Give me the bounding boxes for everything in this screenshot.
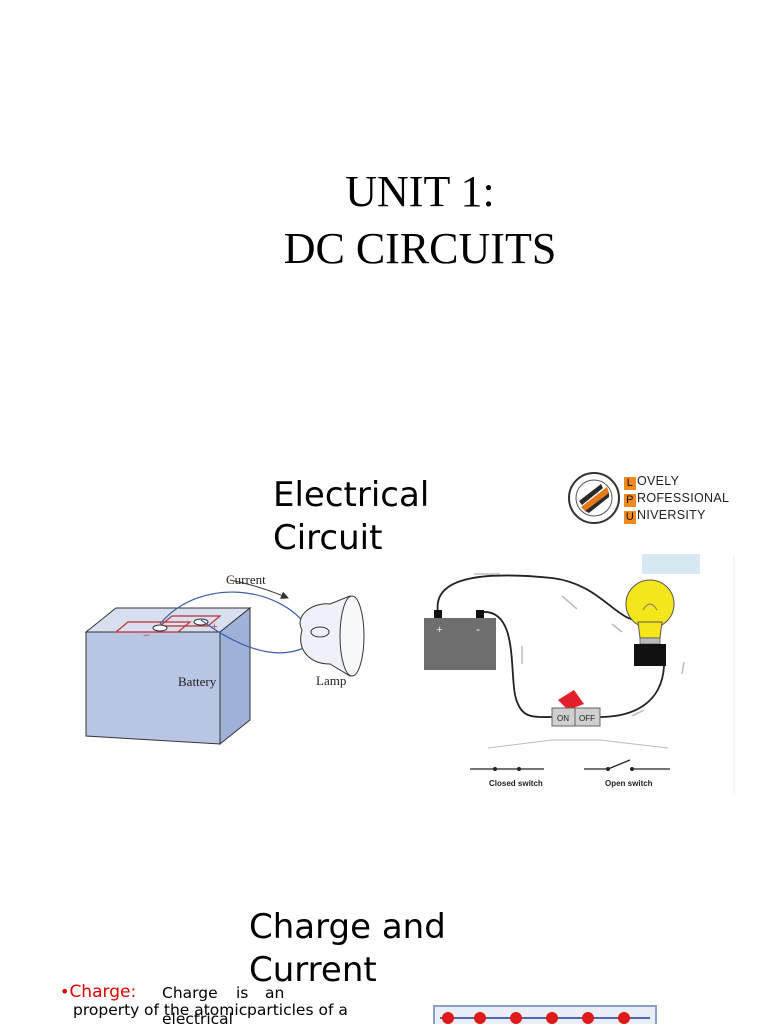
electrical-circuit-heading: Electrical Circuit [273, 474, 429, 560]
switch-lever-icon [558, 690, 584, 710]
switch-box [551, 707, 601, 727]
heading-line: Charge and [249, 907, 446, 947]
heading-line: Circuit [273, 518, 383, 558]
logo-initial: P [624, 494, 636, 507]
electron-flow-diagram [433, 1005, 657, 1024]
logo-initial: L [624, 477, 636, 490]
bulb-socket [634, 644, 666, 666]
battery-minus-label: - [476, 622, 480, 636]
charge-definition-line: property of the atomic particles of a el… [73, 1001, 393, 1028]
lamp-label: Lamp [316, 673, 346, 688]
current-label: Current [226, 572, 266, 587]
battery-terminal [152, 624, 168, 632]
heading-line: Current [249, 950, 377, 990]
charge-word: of the atomic [144, 1001, 248, 1019]
battery-terminal [476, 610, 484, 618]
unit-title: UNIT 1: [345, 167, 495, 216]
charge-word: is [236, 984, 249, 1002]
charge-bullet: •Charge: Charge is an [60, 982, 390, 1002]
switch-circuit-diagram: + - ON OFF Closed switch Open switch [424, 554, 735, 794]
electron-dot [546, 1012, 558, 1024]
battery-terminal [193, 618, 209, 626]
electron-dot [510, 1012, 522, 1024]
charge-term: Charge: [69, 982, 137, 1002]
battery-plus-label: + [436, 622, 443, 636]
charge-word: particles of a [247, 1001, 348, 1019]
electron-dot [442, 1012, 454, 1024]
logo-word: OVELY [637, 474, 680, 488]
logo-word: NIVERSITY [637, 508, 706, 522]
lpu-seal-icon [568, 472, 620, 524]
on-label: ON [557, 714, 569, 723]
bullet-icon: • [60, 982, 70, 1001]
electron-dot [618, 1012, 630, 1024]
off-label: OFF [579, 714, 595, 723]
battery-lamp-diagram: − + Current Battery Lamp [84, 572, 365, 746]
charge-word: property [73, 1001, 140, 1019]
battery-terminal [434, 610, 442, 618]
plus-label: + [211, 619, 218, 633]
logo-initial: U [624, 511, 636, 524]
unit-subtitle: DC CIRCUITS [283, 224, 557, 273]
open-switch-label: Open switch [605, 779, 653, 788]
charge-word: Charge [162, 984, 218, 1002]
charge-overlap-word: electrical [162, 1010, 233, 1028]
closed-switch-label: Closed switch [489, 779, 543, 788]
minus-label: − [143, 628, 150, 642]
electron-dot [582, 1012, 594, 1024]
electron-dot [474, 1012, 486, 1024]
battery-label: Battery [178, 674, 217, 689]
charge-word: an [265, 984, 285, 1002]
logo-word: ROFESSIONAL [637, 491, 730, 505]
heading-line: Electrical [273, 475, 430, 515]
charge-current-heading: Charge and Current [249, 906, 446, 992]
